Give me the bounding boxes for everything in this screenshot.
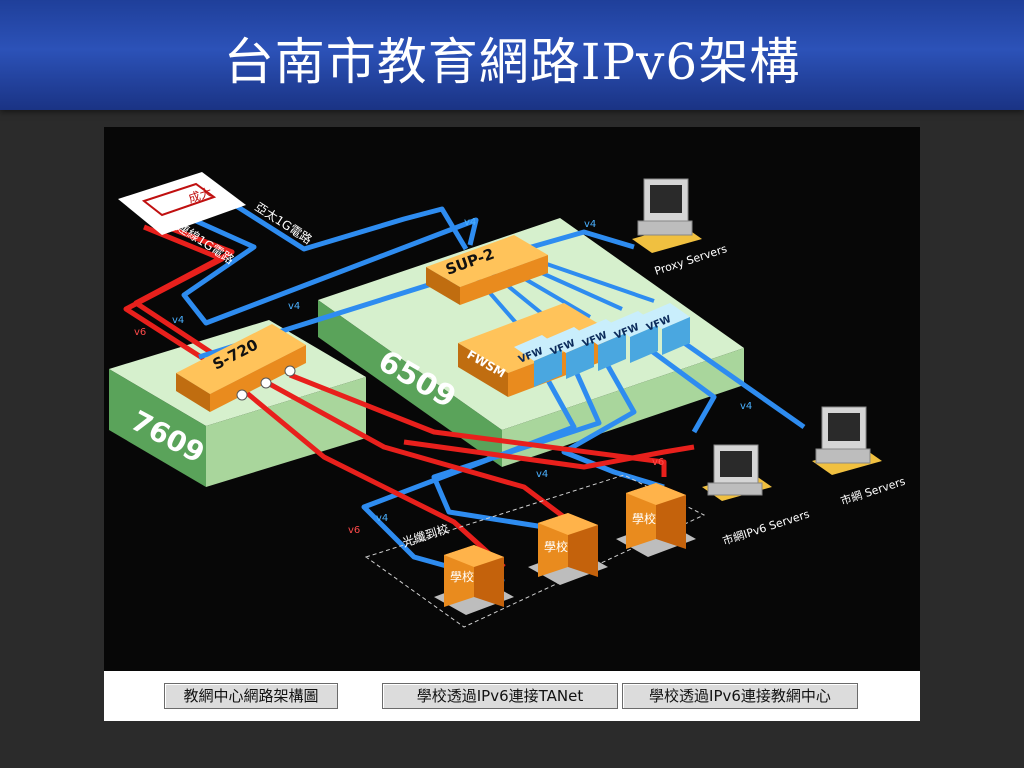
- v4-label-4: v4: [172, 315, 184, 326]
- slide-title: 台南市教育網路IPv6架構: [223, 33, 801, 91]
- v6-label-2: v6: [652, 457, 664, 468]
- v6-link-school-3: [289, 372, 667, 477]
- v6-link-ipv6-servers: [403, 439, 695, 470]
- v6-link-school-1: [240, 387, 506, 569]
- network-diagram-svg: 7609 6509: [109, 172, 908, 628]
- server-proxy: Proxy Servers: [632, 178, 729, 278]
- module-s720: S-720: [176, 324, 306, 412]
- v4-link-school-2: [431, 365, 602, 530]
- v4-label-1: v4: [464, 217, 476, 228]
- school-2-label: 學校: [544, 539, 568, 554]
- v4-link-ipv6-servers: [636, 338, 717, 434]
- fiber-area-outline: [364, 474, 706, 628]
- upstream-logo: 成大: [118, 172, 246, 235]
- v4-label-6: v4: [536, 469, 548, 480]
- nav-button-school-ipv6-center[interactable]: 學校透過IPv6連接教網中心: [622, 683, 858, 709]
- v4-label-7: v4: [376, 513, 388, 524]
- nav-button-school-ipv6-tanet[interactable]: 學校透過IPv6連接TANet: [382, 683, 618, 709]
- school-3-label: 學校: [632, 511, 656, 526]
- server-city: 市網 Servers: [812, 406, 908, 508]
- v6-link-school-2: [264, 379, 566, 519]
- v4-link-city-servers: [668, 330, 806, 430]
- nav-button-center-topology[interactable]: 教網中心網路架構圖: [164, 683, 338, 709]
- v6-link-upstream-b: [133, 219, 235, 356]
- v6-label-3: v6: [348, 525, 360, 536]
- school-2: 學校: [528, 513, 608, 585]
- fiber-to-school-label: 光纖到校: [400, 521, 450, 550]
- v4-link-upstream-a: [174, 209, 479, 326]
- v4-link-proxy: [513, 229, 635, 255]
- server-ipv6-label: 市網IPv6 Servers: [721, 506, 812, 547]
- v6-label-1: v6: [134, 327, 146, 338]
- school-1: 學校: [434, 545, 514, 615]
- v4-label-2: v4: [584, 219, 596, 230]
- v4-label-5: v4: [740, 401, 752, 412]
- server-ipv6: 市網IPv6 Servers: [702, 444, 812, 548]
- v4-link-school-3: [561, 357, 665, 490]
- title-bar: 台南市教育網路IPv6架構: [0, 0, 1024, 110]
- network-diagram: 7609 6509: [104, 127, 920, 721]
- links: [123, 199, 806, 585]
- school-3: 學校: [616, 483, 696, 557]
- v4-label-3: v4: [288, 301, 300, 312]
- server-city-label: 市網 Servers: [839, 474, 908, 508]
- v4-link-upstream-b: [228, 199, 469, 252]
- school-1-label: 學校: [450, 569, 474, 584]
- nav-button-strip: 教網中心網路架構圖 學校透過IPv6連接TANet 學校透過IPv6連接教網中心: [104, 671, 920, 721]
- vfw-module-5: VFW: [642, 303, 690, 355]
- v4-link-sup2-vfw5: [537, 259, 655, 303]
- module-sup2: SUP-2: [426, 235, 548, 305]
- vfw-group: VFW VFW VFW VFW VFW: [514, 303, 690, 387]
